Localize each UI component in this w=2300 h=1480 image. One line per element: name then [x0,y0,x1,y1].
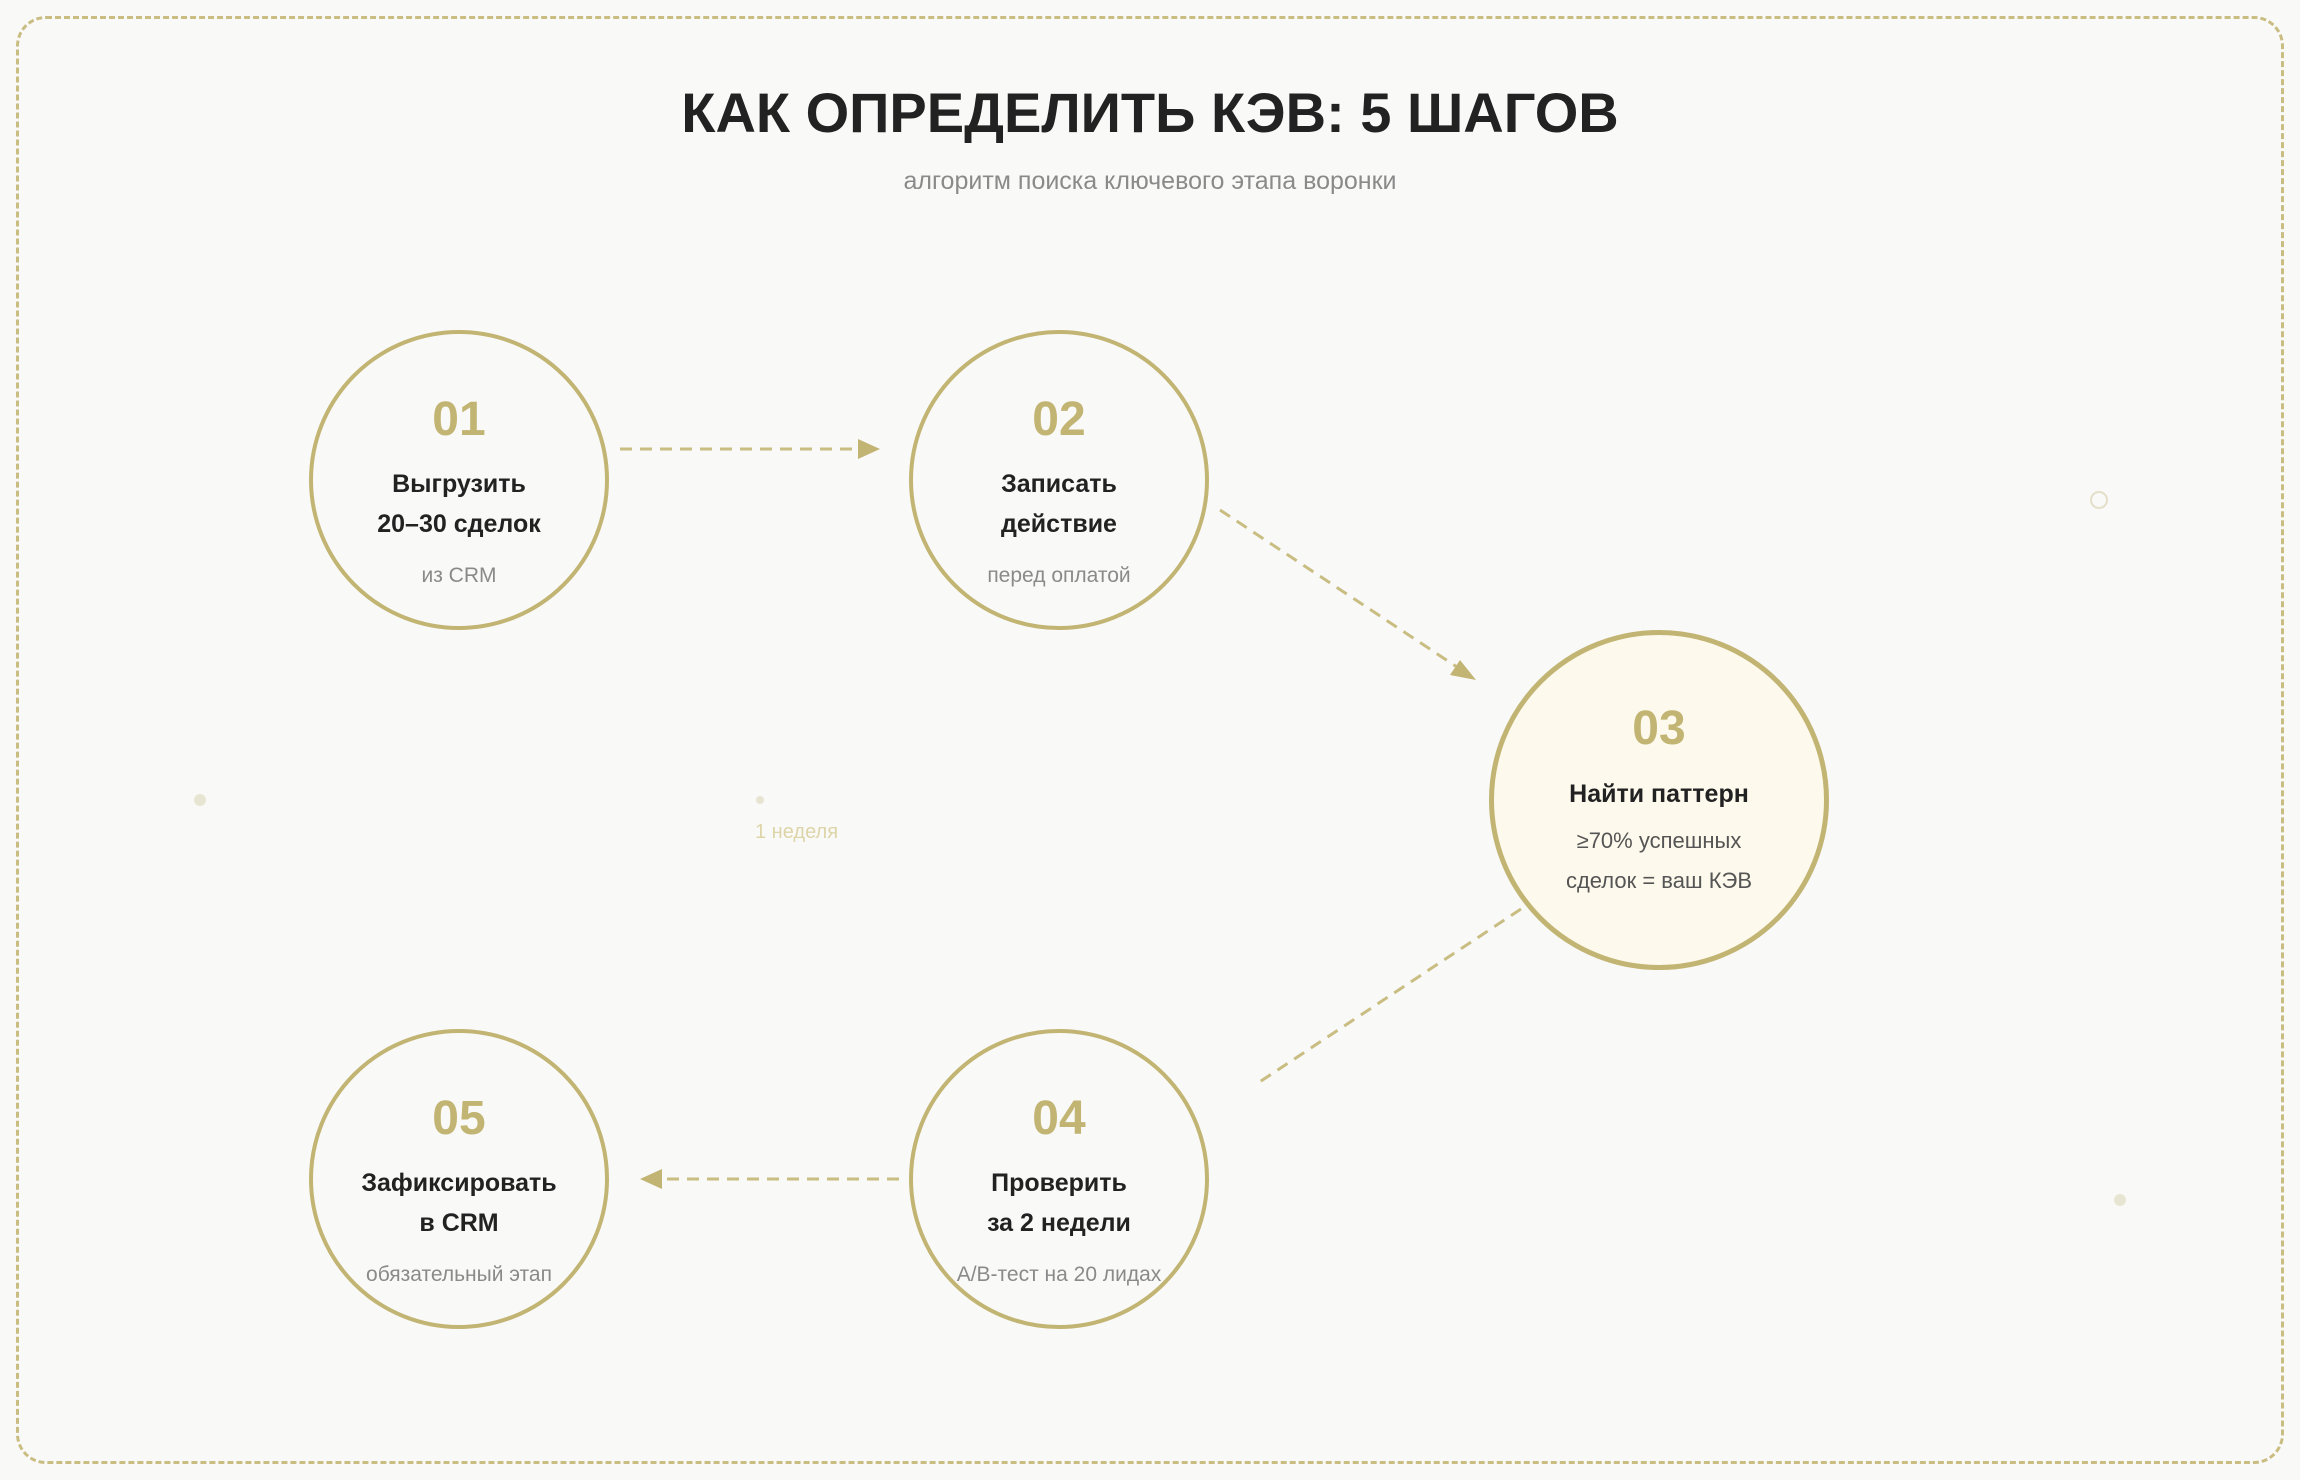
step-2: 02 Записать действие перед оплатой [909,330,1209,630]
decor-dot [756,796,764,804]
step-title: Зафиксировать [361,1169,557,1197]
step-note: A/B-тест на 20 лидах [956,1263,1162,1286]
step-number: 03 [1632,702,1686,755]
step-number: 05 [432,1092,486,1145]
step-title: Выгрузить [392,470,526,498]
step-1: 01 Выгрузить 20–30 сделок из CRM [309,330,609,630]
arrowhead-icon [640,1169,662,1189]
decor-ring [2090,491,2108,509]
step-number: 01 [432,393,486,446]
step-5: 05 Зафиксировать в CRM обязательный этап [309,1029,609,1329]
step-title: Проверить [991,1169,1127,1197]
step-number: 04 [1032,1092,1086,1145]
arrow-2-3 [1219,508,1461,671]
step-3: 03 Найти паттерн ≥70% успешных сделок = … [1489,630,1829,970]
decor-dot [194,794,206,806]
step-title: Найти паттерн [1569,780,1749,808]
page-title: КАК ОПРЕДЕЛИТЬ КЭВ: 5 ШАГОВ [681,81,1619,144]
step-note: перед оплатой [987,564,1131,587]
step-title: Записать [1001,470,1117,498]
step-note: ≥70% успешных [1576,828,1742,853]
step-title: действие [1001,510,1117,538]
step-title: за 2 недели [987,1209,1131,1237]
step-title: в CRM [419,1209,499,1237]
arrowhead-icon [1450,660,1476,680]
step-note: сделок = ваш КЭВ [1565,868,1753,893]
time-note: 1 неделя [755,821,839,843]
dashed-frame [16,16,2284,1464]
step-note: из CRM [421,564,497,587]
arrow-3-4 [1254,907,1522,1087]
step-4: 04 Проверить за 2 недели A/B-тест на 20 … [909,1029,1209,1329]
page-subtitle: алгоритм поиска ключевого этапа воронки [903,167,1397,195]
step-number: 02 [1032,393,1086,446]
arrowhead-icon [858,439,880,459]
decor-dot [2114,1194,2126,1206]
step-note: обязательный этап [366,1263,552,1286]
step-title: 20–30 сделок [377,510,541,538]
